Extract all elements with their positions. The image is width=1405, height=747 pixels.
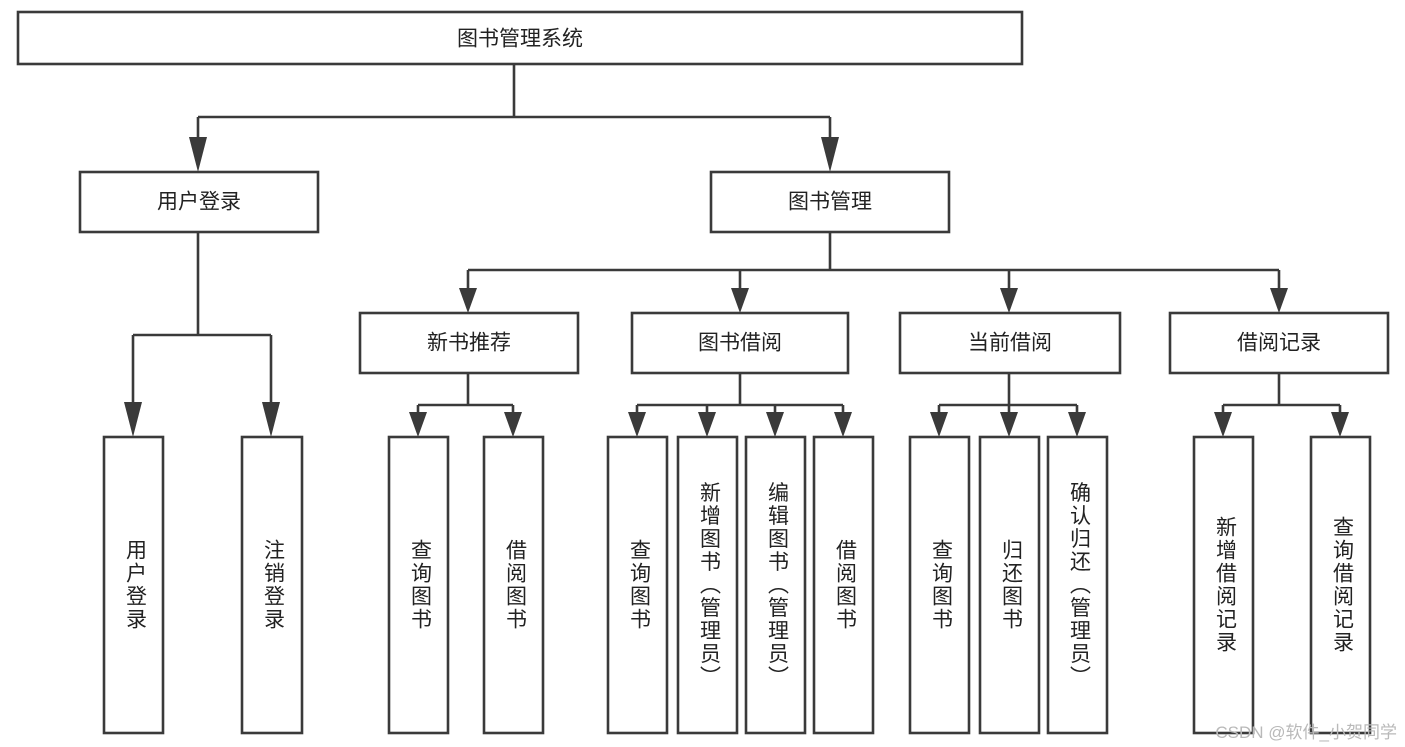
node-book-manage[interactable]: 图书管理: [709, 170, 951, 234]
node-leaf-borrow-book-1-label: 借阅图书: [503, 539, 527, 631]
arrow-head-leaf-add-record: [1214, 412, 1232, 437]
node-leaf-add-record-label: 新增借阅记录: [1213, 516, 1237, 654]
node-user-login-label: 用户登录: [157, 191, 241, 214]
node-leaf-query-book-2[interactable]: 查询图书: [606, 435, 669, 735]
node-leaf-query-record-label: 查询借阅记录: [1330, 516, 1354, 654]
arrow-head-leaf-query-record: [1331, 412, 1349, 437]
node-leaf-user-logout[interactable]: 注销登录: [240, 435, 304, 735]
arrow-head-borrow-record: [1270, 288, 1288, 313]
node-root-box[interactable]: [16, 10, 1024, 66]
node-leaf-add-book-label: 新增图书（管理员）: [697, 482, 721, 689]
node-leaf-query-book-3-label: 查询图书: [929, 539, 953, 631]
arrow-head-leaf-add-book: [698, 412, 716, 437]
node-new-book-recommend[interactable]: 新书推荐: [358, 311, 580, 375]
node-leaf-edit-book-label: 编辑图书（管理员）: [765, 482, 789, 689]
node-root-label: 图书管理系统: [457, 28, 583, 51]
node-leaf-add-record-box[interactable]: [1192, 435, 1255, 735]
node-leaf-query-book-2-label: 查询图书: [627, 539, 651, 631]
node-leaf-edit-book-box[interactable]: [744, 435, 807, 735]
arrow-head-book-manage: [821, 137, 839, 172]
arrow-head-user-login: [189, 137, 207, 172]
arrow-head-new-book-recommend: [459, 288, 477, 313]
node-leaf-borrow-book-2-box[interactable]: [812, 435, 875, 735]
node-leaf-return-book-label: 归还图书: [999, 539, 1023, 631]
node-book-borrow[interactable]: 图书借阅: [630, 311, 850, 375]
node-leaf-user-logout-label: 注销登录: [261, 539, 285, 631]
arrow-head-leaf-return-book: [1000, 412, 1018, 437]
node-leaf-query-book-2-box[interactable]: [606, 435, 669, 735]
node-leaf-return-book[interactable]: 归还图书: [978, 435, 1041, 735]
node-leaf-user-login[interactable]: 用户登录: [102, 435, 165, 735]
node-borrow-record-box[interactable]: [1168, 311, 1390, 375]
node-leaf-user-logout-box[interactable]: [240, 435, 304, 735]
node-leaf-query-book-1[interactable]: 查询图书: [387, 435, 450, 735]
arrow-head-leaf-user-login: [124, 402, 142, 437]
node-leaf-borrow-book-1-box[interactable]: [482, 435, 545, 735]
node-leaf-edit-book[interactable]: 编辑图书（管理员）: [744, 435, 807, 735]
arrow-head-leaf-edit-book: [766, 412, 784, 437]
node-leaf-confirm-return[interactable]: 确认归还（管理员）: [1046, 435, 1109, 735]
node-leaf-user-login-box[interactable]: [102, 435, 165, 735]
connector-layer: [124, 64, 1349, 437]
node-borrow-record-label: 借阅记录: [1237, 332, 1321, 355]
node-book-manage-box[interactable]: [709, 170, 951, 234]
arrow-head-leaf-user-logout: [262, 402, 280, 437]
node-borrow-record[interactable]: 借阅记录: [1168, 311, 1390, 375]
node-leaf-return-book-box[interactable]: [978, 435, 1041, 735]
arrow-head-current-borrow: [1000, 288, 1018, 313]
node-leaf-query-book-1-label: 查询图书: [408, 539, 432, 631]
arrow-head-leaf-borrow-book-1: [504, 412, 522, 437]
node-root[interactable]: 图书管理系统: [16, 10, 1024, 66]
node-leaf-confirm-return-box[interactable]: [1046, 435, 1109, 735]
node-leaf-user-login-label: 用户登录: [123, 539, 147, 631]
node-leaf-add-record[interactable]: 新增借阅记录: [1192, 435, 1255, 735]
node-book-borrow-box[interactable]: [630, 311, 850, 375]
node-leaf-add-book[interactable]: 新增图书（管理员）: [676, 435, 739, 735]
node-leaf-query-book-3-box[interactable]: [908, 435, 971, 735]
node-leaf-query-record-box[interactable]: [1309, 435, 1372, 735]
node-leaf-borrow-book-2[interactable]: 借阅图书: [812, 435, 875, 735]
node-leaf-query-record[interactable]: 查询借阅记录: [1309, 435, 1372, 735]
node-book-borrow-label: 图书借阅: [698, 332, 782, 355]
node-current-borrow-label: 当前借阅: [968, 332, 1052, 355]
node-book-manage-label: 图书管理: [788, 191, 872, 214]
node-leaf-add-book-box[interactable]: [676, 435, 739, 735]
arrow-head-leaf-query-book-2: [628, 412, 646, 437]
arrow-head-leaf-confirm-return: [1068, 412, 1086, 437]
node-leaf-borrow-book-1[interactable]: 借阅图书: [482, 435, 545, 735]
node-leaf-confirm-return-label: 确认归还（管理员）: [1067, 482, 1091, 689]
node-current-borrow-box[interactable]: [898, 311, 1122, 375]
node-leaf-query-book-1-box[interactable]: [387, 435, 450, 735]
node-user-login-box[interactable]: [78, 170, 320, 234]
node-leaf-query-book-3[interactable]: 查询图书: [908, 435, 971, 735]
node-new-book-recommend-box[interactable]: [358, 311, 580, 375]
node-leaf-borrow-book-2-label: 借阅图书: [833, 539, 857, 631]
node-new-book-recommend-label: 新书推荐: [427, 332, 511, 355]
arrow-head-leaf-query-book-3: [930, 412, 948, 437]
arrow-head-book-borrow: [731, 288, 749, 313]
node-user-login[interactable]: 用户登录: [78, 170, 320, 234]
arrow-head-leaf-borrow-book-2: [834, 412, 852, 437]
arrow-head-leaf-query-book-1: [409, 412, 427, 437]
node-current-borrow[interactable]: 当前借阅: [898, 311, 1122, 375]
